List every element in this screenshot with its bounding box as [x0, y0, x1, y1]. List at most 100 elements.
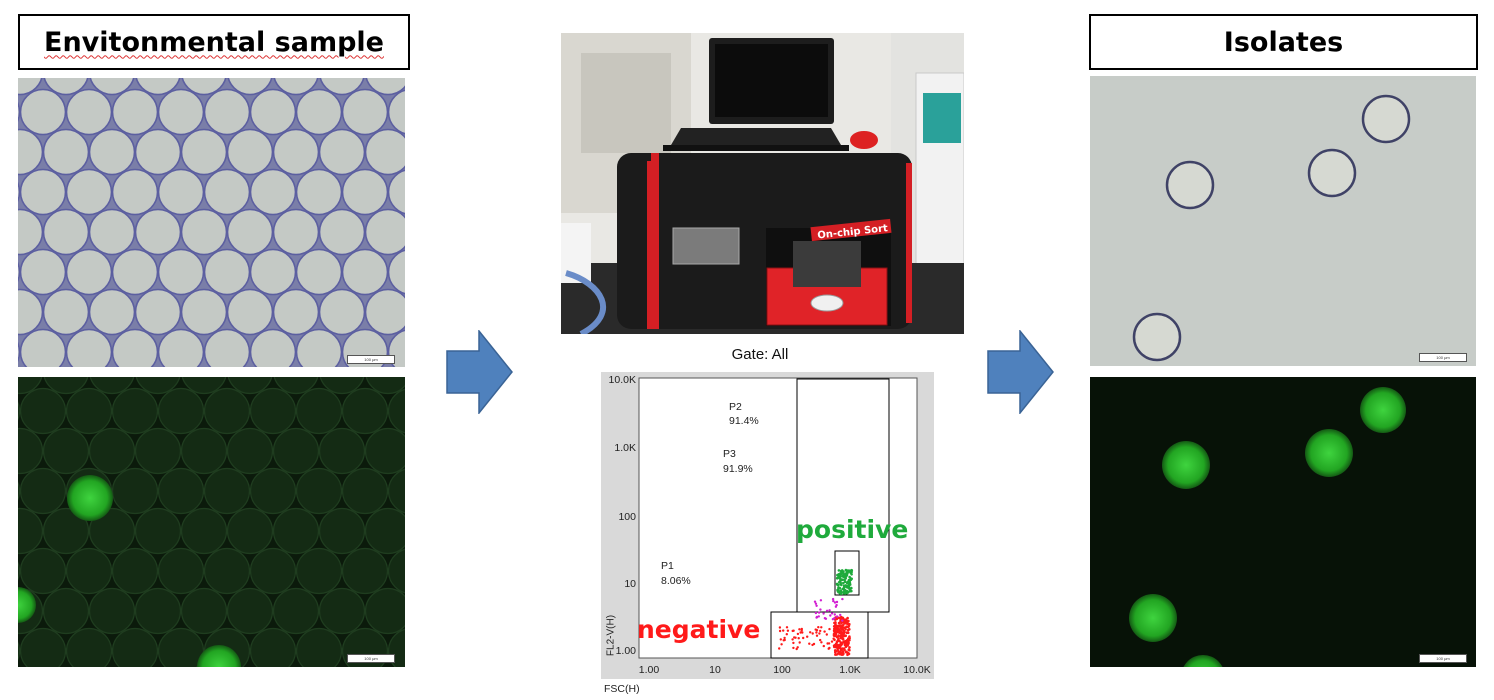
event-dot: [817, 626, 820, 629]
y-tick-label: 1.00: [616, 645, 637, 657]
event-dot: [841, 597, 844, 601]
event-dot: [834, 625, 838, 629]
event-dot: [796, 632, 800, 636]
event-dot: [827, 642, 831, 645]
event-dot: [845, 586, 849, 589]
event-dot: [820, 626, 823, 629]
event-dot: [840, 648, 843, 652]
event-dot: [834, 649, 838, 653]
event-dot: [839, 624, 842, 627]
event-dot: [837, 621, 841, 625]
event-dot: [828, 609, 831, 612]
event-dot: [846, 631, 850, 634]
event-dot: [848, 648, 851, 652]
x-tick-label: 10: [709, 664, 721, 676]
event-dot: [834, 653, 837, 656]
event-dot: [833, 601, 837, 604]
event-dot: [798, 628, 801, 631]
event-dot: [846, 622, 849, 626]
event-dot: [837, 628, 840, 631]
environmental-sample-title: Envitonmental sample: [18, 14, 410, 70]
event-dot: [814, 611, 818, 615]
event-dot: [815, 615, 819, 619]
event-dot: [819, 608, 822, 611]
event-dot: [822, 612, 825, 615]
event-dot: [825, 633, 828, 636]
event-dot: [844, 634, 847, 637]
x-tick-label: 1.0K: [839, 664, 861, 676]
event-dot: [835, 600, 839, 604]
event-dot: [839, 626, 842, 630]
event-dot: [825, 609, 829, 612]
event-dot: [839, 613, 842, 617]
right-arrow-icon: [987, 330, 1054, 414]
event-dot: [842, 574, 846, 577]
event-dot: [835, 645, 839, 648]
event-dot: [832, 599, 835, 603]
event-dot: [778, 629, 782, 633]
event-dot: [791, 638, 794, 641]
sample-fluorescence-image: 100 μm: [18, 377, 405, 667]
x-tick-label: 100: [773, 664, 791, 676]
event-dot: [822, 644, 825, 648]
gate-label: P2: [729, 401, 742, 413]
event-dot: [847, 642, 850, 645]
scale-bar: 100 μm: [347, 654, 395, 663]
y-tick-label: 1.0K: [614, 442, 636, 454]
scale-bar: 100 μm: [347, 355, 395, 364]
event-dot: [846, 580, 850, 584]
event-dot: [806, 635, 809, 638]
sample-brightfield-image: 100 μm: [18, 78, 405, 367]
event-dot: [829, 614, 832, 617]
event-dot: [845, 573, 849, 577]
event-dot: [824, 617, 828, 620]
event-dot: [792, 629, 795, 632]
event-dot: [845, 642, 848, 645]
event-dot: [837, 569, 841, 572]
event-dot: [835, 582, 839, 586]
event-dot: [801, 631, 804, 634]
event-dot: [797, 637, 800, 640]
event-dot: [815, 629, 819, 632]
event-dot: [847, 624, 851, 627]
event-dot: [842, 591, 846, 594]
y-tick-label: 10: [624, 578, 636, 590]
event-dot: [842, 647, 846, 650]
event-dot: [837, 586, 841, 590]
event-dot: [847, 619, 850, 623]
event-dot: [808, 642, 811, 645]
event-dot: [837, 651, 841, 655]
event-dot: [815, 634, 819, 637]
event-dot: [779, 638, 782, 641]
event-dot: [842, 584, 846, 587]
event-dot: [786, 629, 790, 632]
event-dot: [817, 611, 821, 614]
event-dot: [841, 638, 845, 641]
event-dot: [842, 629, 846, 633]
event-dot: [792, 646, 795, 650]
event-dot: [802, 636, 805, 640]
event-dot: [782, 629, 785, 632]
event-dot: [783, 636, 786, 640]
event-dot: [841, 619, 844, 622]
positive-label: positive: [796, 515, 909, 544]
event-dot: [843, 588, 847, 592]
event-dot: [847, 587, 851, 590]
event-dot: [847, 583, 850, 587]
event-dot: [796, 646, 799, 649]
event-dot: [813, 600, 817, 603]
gate-label: P1: [661, 560, 674, 572]
event-dot: [836, 625, 840, 628]
event-dot: [842, 632, 846, 635]
event-dot: [834, 628, 838, 631]
event-dot: [831, 618, 835, 621]
event-dot: [834, 605, 838, 608]
event-dot: [845, 625, 848, 628]
event-dot: [848, 590, 852, 593]
event-dot: [814, 602, 818, 605]
gate-percent: 8.06%: [661, 575, 691, 587]
gate-percent: 91.4%: [729, 415, 759, 427]
event-dot: [846, 569, 849, 572]
isolates-title-text: Isolates: [1223, 26, 1344, 58]
event-dot: [839, 590, 842, 594]
